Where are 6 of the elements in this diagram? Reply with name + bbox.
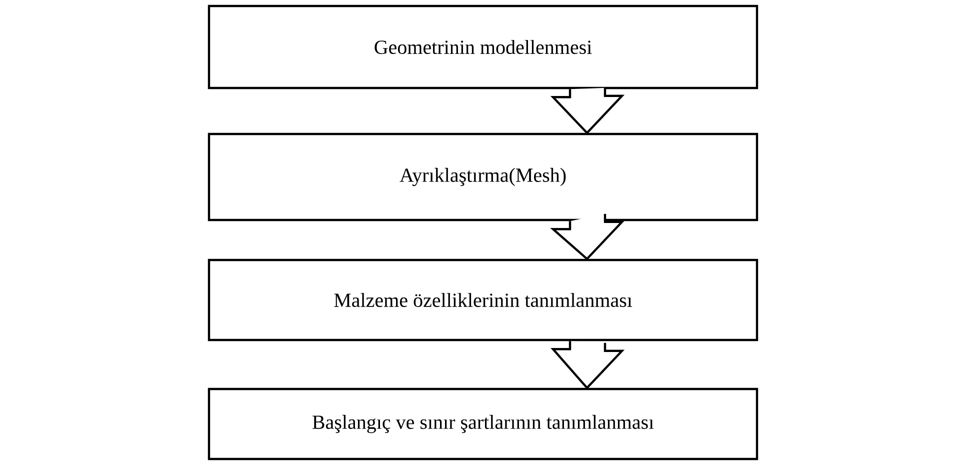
block-arrow [550,86,625,134]
process-box: Malzeme özelliklerinin tanımlanması [208,258,758,342]
process-box: Ayrıklaştırma(Mesh) [208,132,758,222]
process-box: Başlangıç ve sınır şartlarının tanımlanması [208,388,758,460]
block-arrow [550,212,625,260]
process-box: Geometrinin modellenmesi [208,4,758,90]
